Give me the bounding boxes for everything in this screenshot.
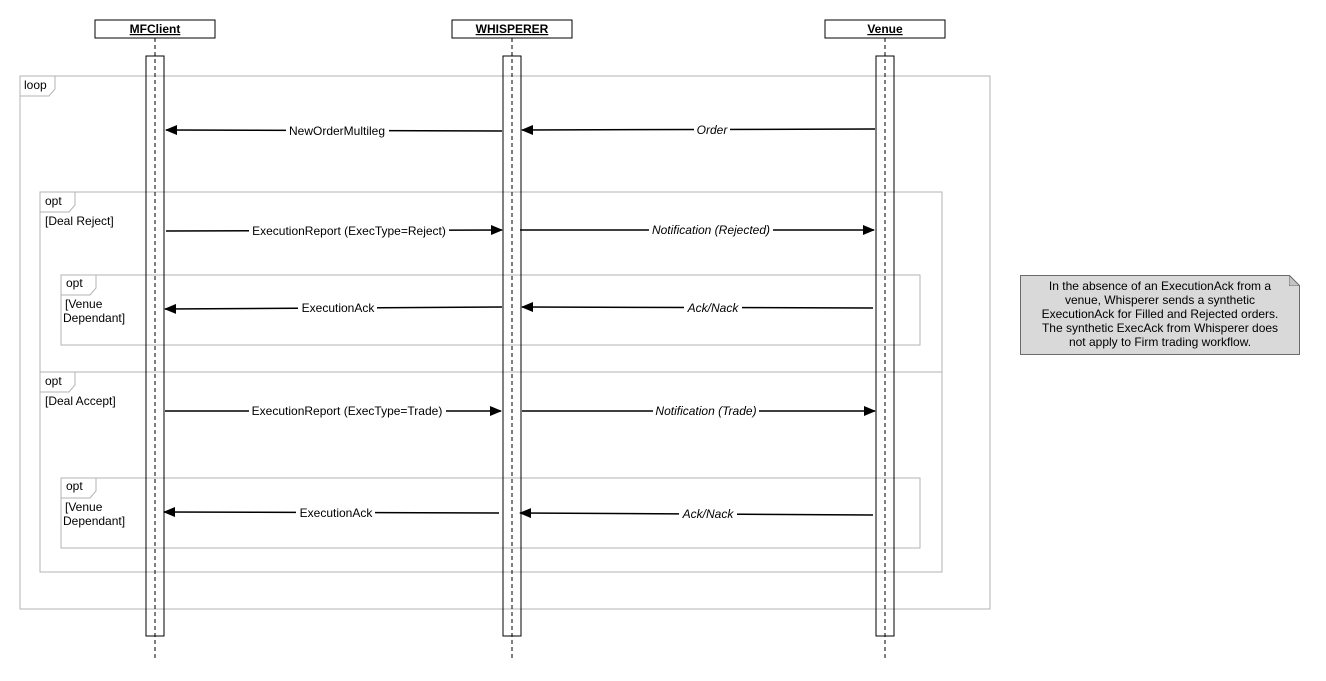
message-label: Ack/Nack (687, 301, 740, 315)
message-label: ExecutionAck (300, 506, 374, 520)
activation-bar (502, 55, 522, 637)
opt-tab (61, 477, 97, 499)
label-bg (694, 121, 730, 137)
note: In the absence of an ExecutionAck from a… (1020, 275, 1300, 355)
opt-frame (60, 274, 921, 346)
label-bg (249, 222, 449, 238)
label-bg (684, 299, 742, 315)
opt-label: opt (66, 479, 83, 493)
message-label: Notification (Trade) (655, 404, 756, 418)
loop-frame (19, 75, 991, 610)
label-bg (298, 299, 377, 315)
participant-whisperer: WHISPERER (451, 19, 573, 660)
opt-guard: [Deal Reject] (45, 214, 114, 228)
message-notification-rejected: Notification (Rejected) (520, 222, 875, 238)
message-label: ExecutionReport (ExecType=Reject) (252, 224, 446, 238)
loop-tab (20, 75, 56, 97)
participant-mfclient: MFClient (94, 19, 216, 660)
label-bg (249, 403, 446, 419)
opt-tab (61, 274, 97, 296)
participant-venue: Venue (824, 19, 946, 660)
activation-bar (145, 55, 165, 637)
opt-guard-line-1: [Venue (65, 297, 103, 311)
opt-fragment-deal-accept: opt [Deal Accept] (39, 371, 943, 573)
opt-frame (60, 477, 921, 549)
label-bg (653, 403, 759, 419)
message-label: NewOrderMultileg (289, 124, 385, 138)
message-execution-ack-reject: ExecutionAck (164, 299, 503, 315)
opt-label: opt (45, 194, 62, 208)
message-new-order-multileg: NewOrderMultileg (165, 122, 503, 138)
message-execution-ack-trade: ExecutionAck (163, 504, 500, 520)
label-bg (296, 504, 375, 520)
message-execution-report-trade: ExecutionReport (ExecType=Trade) (165, 403, 502, 419)
opt-guard-line-2: Dependant] (63, 311, 125, 325)
message-notification-trade: Notification (Trade) (522, 403, 876, 419)
opt-label: opt (66, 276, 83, 290)
message-order: Order (521, 121, 876, 137)
opt-tab (40, 191, 76, 213)
message-label: Ack/Nack (682, 507, 735, 521)
message-label: Order (697, 123, 729, 137)
message-ack-nack-reject: Ack/Nack (521, 299, 874, 315)
note-fold-corner (1289, 275, 1300, 286)
message-ack-nack-trade: Ack/Nack (519, 505, 874, 521)
opt-label: opt (45, 374, 62, 388)
message-execution-report-reject: ExecutionReport (ExecType=Reject) (165, 222, 503, 238)
message-label: ExecutionAck (302, 301, 376, 315)
message-label: ExecutionReport (ExecType=Trade) (252, 404, 443, 418)
opt-frame (39, 371, 943, 573)
loop-label: loop (24, 78, 47, 92)
opt-fragment-accept-venue-dependant: opt [Venue Dependant] (60, 477, 921, 549)
participant-label: MFClient (130, 22, 181, 36)
message-label: Notification (Rejected) (652, 223, 770, 237)
note-text: In the absence of an ExecutionAck from a… (1041, 279, 1279, 349)
opt-guard: [Deal Accept] (45, 394, 116, 408)
participant-label: Venue (867, 22, 903, 36)
loop-fragment: loop (19, 75, 991, 610)
label-bg (286, 122, 389, 138)
activation-bar (875, 55, 895, 637)
participant-label: WHISPERER (476, 22, 549, 36)
opt-tab (40, 371, 76, 393)
label-bg (649, 222, 773, 238)
opt-guard-line-2: Dependant] (63, 514, 125, 528)
opt-fragment-reject-venue-dependant: opt [Venue Dependant] (60, 274, 921, 346)
opt-guard-line-1: [Venue (65, 500, 103, 514)
label-bg (679, 505, 737, 521)
